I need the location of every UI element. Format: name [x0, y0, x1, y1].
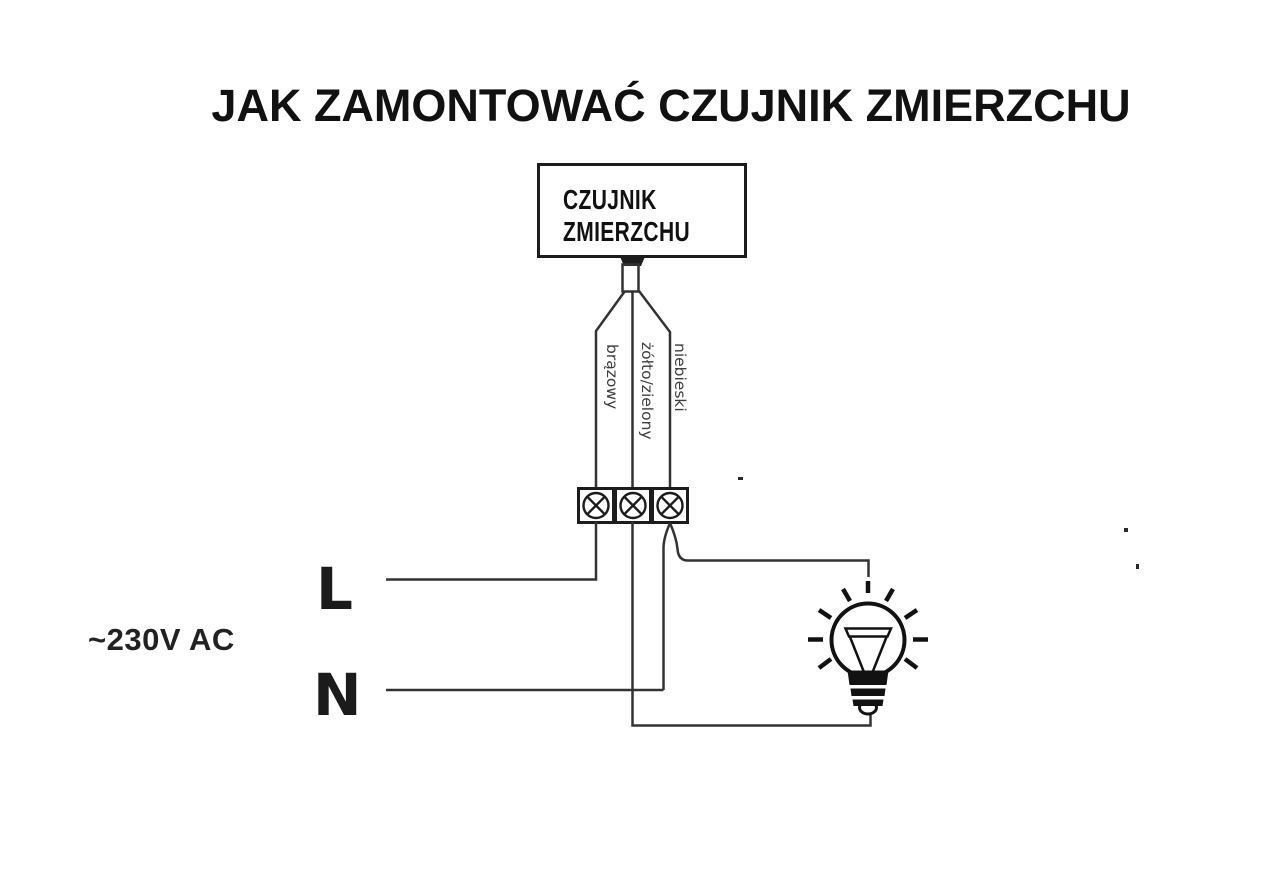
line-L: [386, 521, 598, 581]
page-title: JAK ZAMONTOWAĆ CZUJNIK ZMIERZCHU: [211, 80, 1131, 131]
wire-label-yellow-green: żółto/zielony: [638, 342, 656, 440]
speck: [738, 477, 1139, 569]
wire-brown: [594, 290, 627, 487]
screw-terminal-icon: [619, 491, 647, 520]
screw-terminal-icon: [656, 491, 684, 520]
label-voltage: ~230V AC: [88, 622, 235, 657]
label-neutral-N: N: [313, 661, 362, 729]
label-live-L: L: [316, 555, 353, 623]
wire-label-blue: niebieski: [671, 343, 689, 412]
light-bulb-icon: [808, 581, 928, 716]
line-N: [386, 522, 672, 692]
terminal-block: [577, 487, 689, 524]
line-to-bulb-bottom: [631, 521, 872, 727]
sensor-box-line2: ZMIERZCHU: [563, 216, 691, 247]
wire-label-brown: brązowy: [603, 344, 621, 410]
sensor-box-line1: CZUJNIK: [563, 184, 657, 215]
screw-terminal-icon: [582, 491, 610, 520]
wire-blue: [638, 290, 672, 487]
line-to-bulb-top: [668, 522, 870, 577]
sensor-box-label: CZUJNIK ZMIERZCHU: [563, 184, 690, 248]
sensor-box: CZUJNIK ZMIERZCHU: [537, 163, 747, 258]
